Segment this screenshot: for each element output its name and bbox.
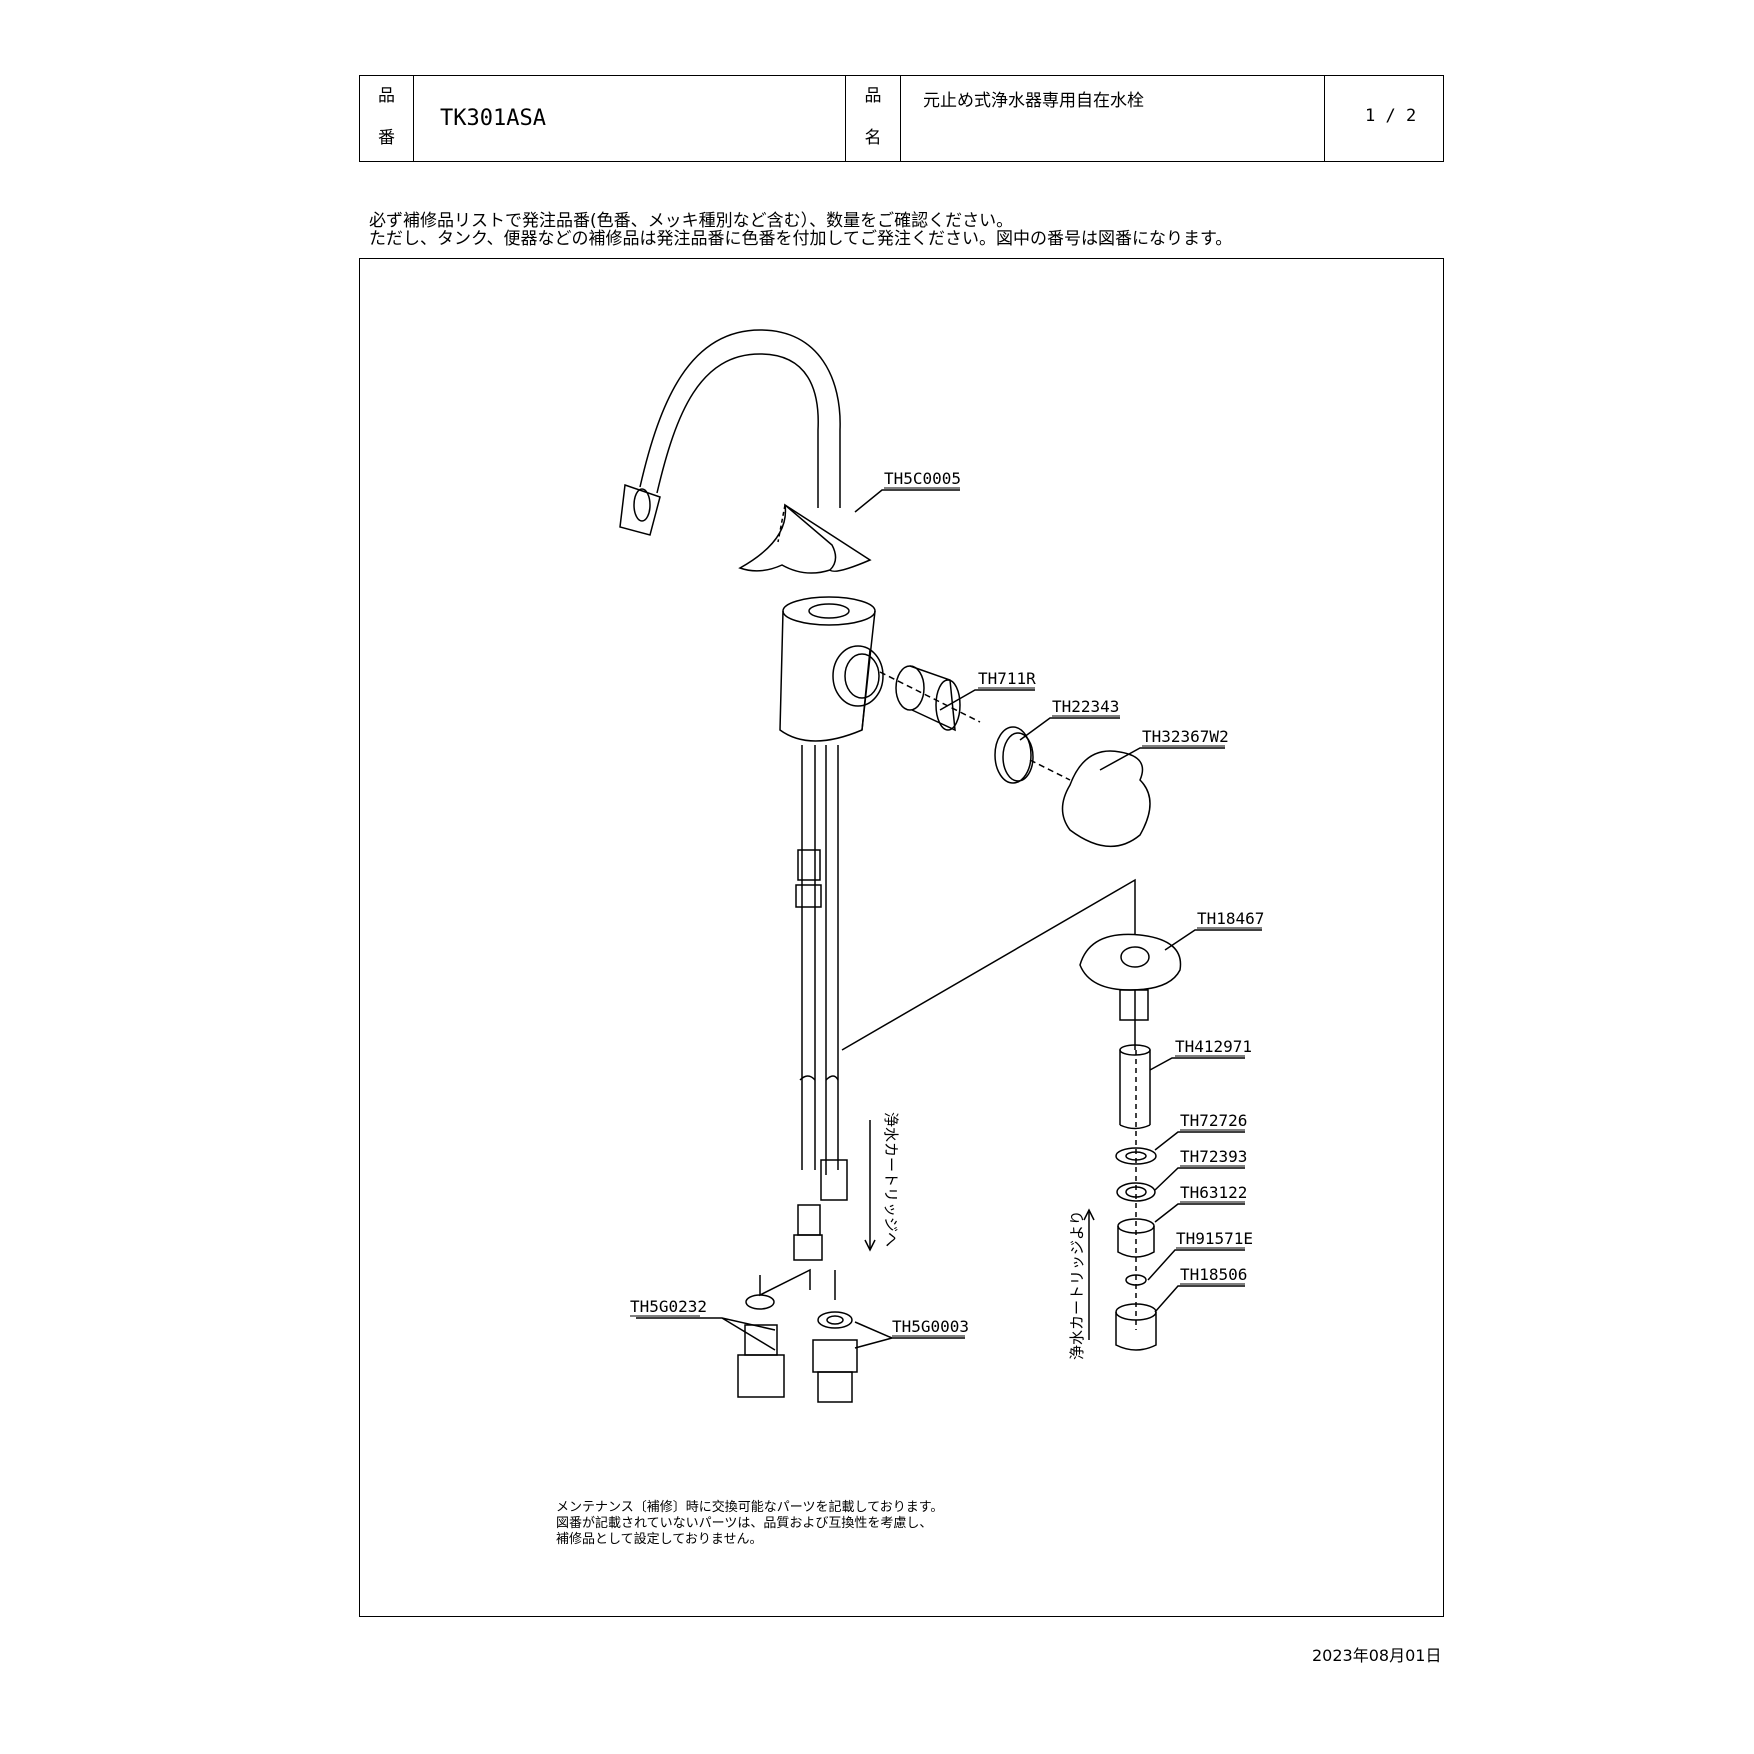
washer-2-drawing [1116,1182,1156,1202]
label-handle: TH32367W2 [1142,727,1229,746]
instruction-line-2: ただし、タンク、便器などの補修品は発注品番に色番を付加してご発注ください。図中の… [369,229,1233,249]
maintenance-note: メンテナンス〔補修〕時に交換可能なパーツを記載しております。 図番が記載されてい… [556,1500,943,1548]
label-nut: TH22343 [1052,697,1119,716]
part-number-label-1: 品 [378,86,395,106]
page-number: 1 / 2 [1365,106,1417,126]
leader-lines [636,489,1262,1351]
drawing-frame [359,258,1444,1617]
product-name-label-1: 品 [864,86,882,106]
part-number: TK301ASA [440,106,546,131]
title-block: 品 番 TK301ASA 品 名 元止め式浄水器専用自在水栓 1 / 2 [359,75,1444,162]
label-adapter: TH18506 [1180,1265,1247,1284]
maintenance-note-line-2: 図番が記載されていないパーツは、品質および互換性を考慮し、 [556,1516,933,1531]
product-name: 元止め式浄水器専用自在水栓 [923,91,1144,111]
part-number-label-cell: 品 番 [360,76,414,161]
nut-drawing [994,726,1071,784]
spout-drawing [619,329,872,574]
pipe-drawing [1119,1044,1151,1130]
part-number-label-2: 番 [378,128,395,148]
maintenance-note-line-1: メンテナンス〔補修〕時に交換可能なパーツを記載しております。 [556,1500,944,1515]
label-pipe: TH412971 [1175,1037,1252,1056]
left-joint-drawing [737,1268,811,1398]
instruction-line-1: 必ず補修品リストで発注品番(色番、メッキ種別など含む）、数量をご確認ください。 [369,211,1014,231]
cartridge-drawing [879,665,981,732]
maintenance-note-line-3: 補修品として設定しておりません。 [556,1532,763,1547]
label-washer-1: TH72726 [1180,1111,1247,1130]
part-number-cell: TK301ASA [414,76,846,161]
label-bracket: TH18467 [1197,909,1264,928]
label-spout: TH5C0005 [884,469,961,488]
label-cartridge: TH711R [978,669,1036,688]
product-name-label-cell: 品 名 [846,76,901,161]
product-name-cell: 元止め式浄水器専用自在水栓 [901,76,1325,161]
faucet-body-drawing [779,596,884,1261]
to-cartridge-label: 浄水カートリッジへ [882,1112,900,1247]
issue-date: 2023年08月01日 [1312,1646,1442,1665]
label-joint-left: TH5G0232 [630,1297,707,1316]
product-name-label-2: 名 [864,128,882,148]
label-washer-2: TH72393 [1180,1147,1247,1166]
bracket-drawing [1079,933,1182,1021]
right-joint-drawing [812,1270,858,1403]
from-cartridge-label: 浄水カートリッジより [1068,1210,1086,1360]
washer-1-drawing [1115,1147,1157,1165]
adapter-drawing [1115,1303,1157,1351]
label-joint-right: TH5G0003 [892,1317,969,1336]
handle-drawing [1061,750,1151,847]
label-oring: TH91571E [1176,1229,1253,1248]
label-hex-nut: TH63122 [1180,1183,1247,1202]
